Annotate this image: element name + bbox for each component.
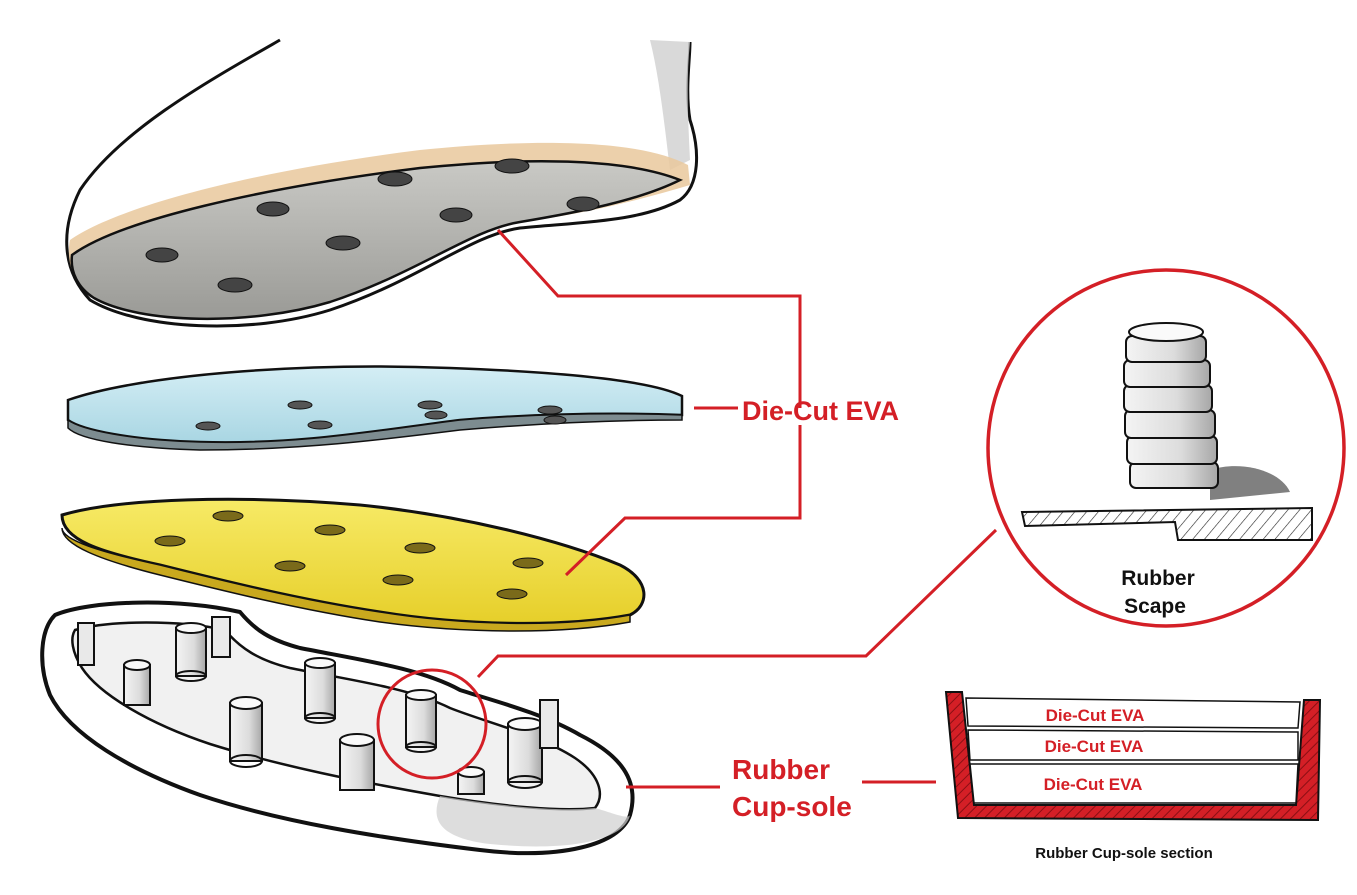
- cupsole-wall-shade: [436, 796, 630, 847]
- leader-yellow-layer: [564, 425, 802, 577]
- rubber-scape-detail: Rubber Scape: [986, 268, 1346, 628]
- leader-scape-detail: [476, 528, 998, 679]
- pillar-4: [229, 696, 263, 768]
- upper-sockliner-layer: [65, 38, 699, 328]
- rubber-cupsole: [40, 600, 635, 856]
- die-cut-eva-label: Die-Cut EVA: [742, 396, 899, 426]
- cupsole-pillars: [77, 616, 559, 795]
- cupsole-section: Die-Cut EVA Die-Cut EVA Die-Cut EVA Rubb…: [944, 691, 1322, 862]
- pillar-1: [175, 622, 207, 682]
- rubber-cupsole-label-line2: Cup-sole: [732, 791, 852, 822]
- section-layer-middle-shape: [967, 729, 1299, 761]
- rubber-scape-label-line2: Scape: [1124, 595, 1186, 618]
- rubber-cupsole-label-line1: Rubber: [732, 754, 830, 785]
- leader-lines: [476, 228, 998, 789]
- blue-eva-side: [67, 413, 683, 451]
- scape-stack: [1123, 322, 1219, 489]
- pillar-3: [304, 657, 336, 724]
- upper-heel-shade: [650, 40, 690, 170]
- heel-fin-1: [77, 622, 95, 666]
- section-layer-top-shape: [965, 697, 1301, 729]
- yellow-eva-side: [61, 527, 631, 632]
- upper-outline: [65, 38, 699, 328]
- yellow-eva-holes: [154, 510, 544, 600]
- section-caption: Rubber Cup-sole section: [1035, 845, 1213, 862]
- scape-shadow: [1210, 466, 1290, 500]
- rubber-scape-label-line1: Rubber: [1121, 567, 1195, 590]
- section-rubber-cup: [944, 691, 1322, 822]
- blue-eva-layer: [66, 365, 684, 451]
- pillar-8: [457, 766, 485, 795]
- heel-fin-2: [211, 616, 231, 658]
- blue-eva-holes: [195, 400, 567, 431]
- section-layer-top-label: Die-Cut EVA: [1046, 706, 1145, 725]
- detail-callout-circle: [376, 668, 488, 780]
- section-layer-middle-label: Die-Cut EVA: [1045, 737, 1144, 756]
- scape-ground-hatch: [1020, 506, 1313, 541]
- pillar-2: [123, 659, 151, 706]
- section-layer-bottom-shape: [969, 763, 1299, 804]
- pillar-7: [507, 717, 543, 789]
- section-layer-bottom-label: Die-Cut EVA: [1044, 775, 1143, 794]
- pillar-5: [339, 733, 375, 791]
- yellow-eva-layer: [60, 497, 646, 632]
- pillar-6: [405, 689, 437, 753]
- grey-foam-holes: [145, 158, 600, 293]
- toe-fin-1: [539, 699, 559, 749]
- leader-top-layer: [496, 228, 802, 408]
